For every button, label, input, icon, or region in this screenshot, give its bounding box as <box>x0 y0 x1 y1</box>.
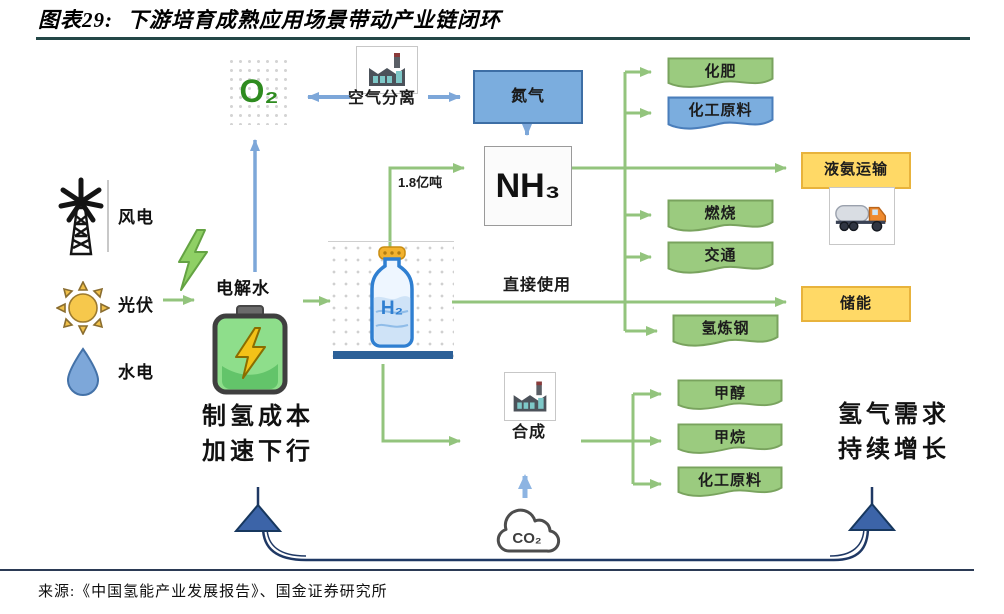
tanker-truck-icon <box>835 205 887 232</box>
app-box-steelmaking: 氢炼钢 <box>672 314 779 350</box>
app-box-chem-feedstock-ammonia: 化工原料 <box>667 96 774 133</box>
hydrogen-bottle-label: H₂ <box>381 298 403 319</box>
ammonia-box: NH₃ <box>484 146 572 226</box>
big-up-arrow-right <box>847 502 897 531</box>
green-edges <box>163 67 787 489</box>
sun-icon <box>56 281 110 335</box>
methane-label: 甲烷 <box>713 429 746 446</box>
fertilizer-label: 化肥 <box>704 63 737 80</box>
combustion-label: 燃烧 <box>704 205 737 222</box>
document-shape <box>667 241 774 274</box>
title-underline <box>36 37 970 40</box>
document-shape <box>677 379 783 410</box>
figure-label: 图表29: <box>38 8 113 32</box>
app-box-transportation: 交通 <box>667 241 774 277</box>
truck-tile <box>829 187 895 245</box>
nitrogen-label: 氮气 <box>510 88 545 106</box>
air-separation-label: 空气分离 <box>348 90 417 107</box>
nitrogen-box: 氮气 <box>473 70 583 124</box>
steelmaking-label: 氢炼钢 <box>701 320 750 337</box>
factory-icon <box>369 53 405 86</box>
document-shape <box>667 199 774 232</box>
footer-rule <box>0 569 974 571</box>
oxygen-label: O₂ <box>239 72 279 109</box>
electrolysis-label: 电解水 <box>216 279 270 298</box>
caption-right: 氢气需求 持续增长 <box>814 398 974 468</box>
chem-feedstock-label: 化工原料 <box>688 102 753 119</box>
ammonia-formula: NH₃ <box>495 166 561 205</box>
transportation-label: 交通 <box>704 247 737 264</box>
app-box-methanol: 甲醇 <box>677 379 783 413</box>
hydro-label: 水电 <box>118 363 154 382</box>
blue-edges <box>250 92 532 498</box>
wind-label: 风电 <box>118 208 154 227</box>
chem-feedstock-synthesis-label: 化工原料 <box>697 472 762 489</box>
app-box-fertilizer: 化肥 <box>667 57 774 91</box>
app-box-combustion: 燃烧 <box>667 199 774 235</box>
document-shape <box>667 96 774 130</box>
solar-label: 光伏 <box>118 296 154 315</box>
caption-right-line2: 持续增长 <box>838 436 950 463</box>
water-drop-icon <box>66 347 100 396</box>
app-box-chem-feedstock-synthesis: 化工原料 <box>677 466 783 500</box>
hydrogen-bottle-icon: H₂ <box>370 246 414 348</box>
air-separation-tile <box>356 46 418 94</box>
big-up-arrow-left <box>233 503 283 532</box>
document-shape <box>667 57 774 88</box>
energy-storage-label: 储能 <box>839 294 872 312</box>
document-shape <box>677 423 783 454</box>
co2-cloud-icon: CO₂ <box>496 508 561 553</box>
caption-left: 制氢成本 加速下行 <box>186 400 330 470</box>
methanol-label: 甲醇 <box>713 385 746 402</box>
page-title: 下游培育成熟应用场景带动产业链闭环 <box>127 8 501 32</box>
caption-right-line1: 氢气需求 <box>838 402 950 428</box>
liquid-ammonia-transport-box: 液氨运输 <box>801 152 911 189</box>
hydrogen-platform-bar <box>333 351 453 359</box>
document-shape <box>677 466 783 497</box>
document-shape <box>672 314 779 347</box>
app-box-methane: 甲烷 <box>677 423 783 457</box>
wind-turbine-icon <box>58 177 109 256</box>
factory-icon <box>513 381 547 412</box>
direct-use-label: 直接使用 <box>503 277 572 294</box>
battery-icon <box>212 305 288 395</box>
caption-left-line2: 加速下行 <box>202 438 314 465</box>
synthesis-label: 合成 <box>512 424 547 441</box>
synthesis-tile <box>504 372 556 421</box>
liquid-ammonia-transport-label: 液氨运输 <box>823 161 888 179</box>
closed-loop <box>233 487 897 562</box>
co2-label: CO₂ <box>512 530 541 547</box>
figure-title: 图表29: 下游培育成熟应用场景带动产业链闭环 <box>38 8 501 33</box>
lightning-icon <box>178 229 208 291</box>
ammonia-volume-label: 1.8亿吨 <box>398 175 443 190</box>
caption-left-line1: 制氢成本 <box>202 404 314 430</box>
oxygen-icon: O₂ <box>227 57 291 125</box>
energy-storage-box: 储能 <box>801 286 911 322</box>
source-note: 来源:《中国氢能产业发展报告》、国金证券研究所 <box>38 584 388 600</box>
